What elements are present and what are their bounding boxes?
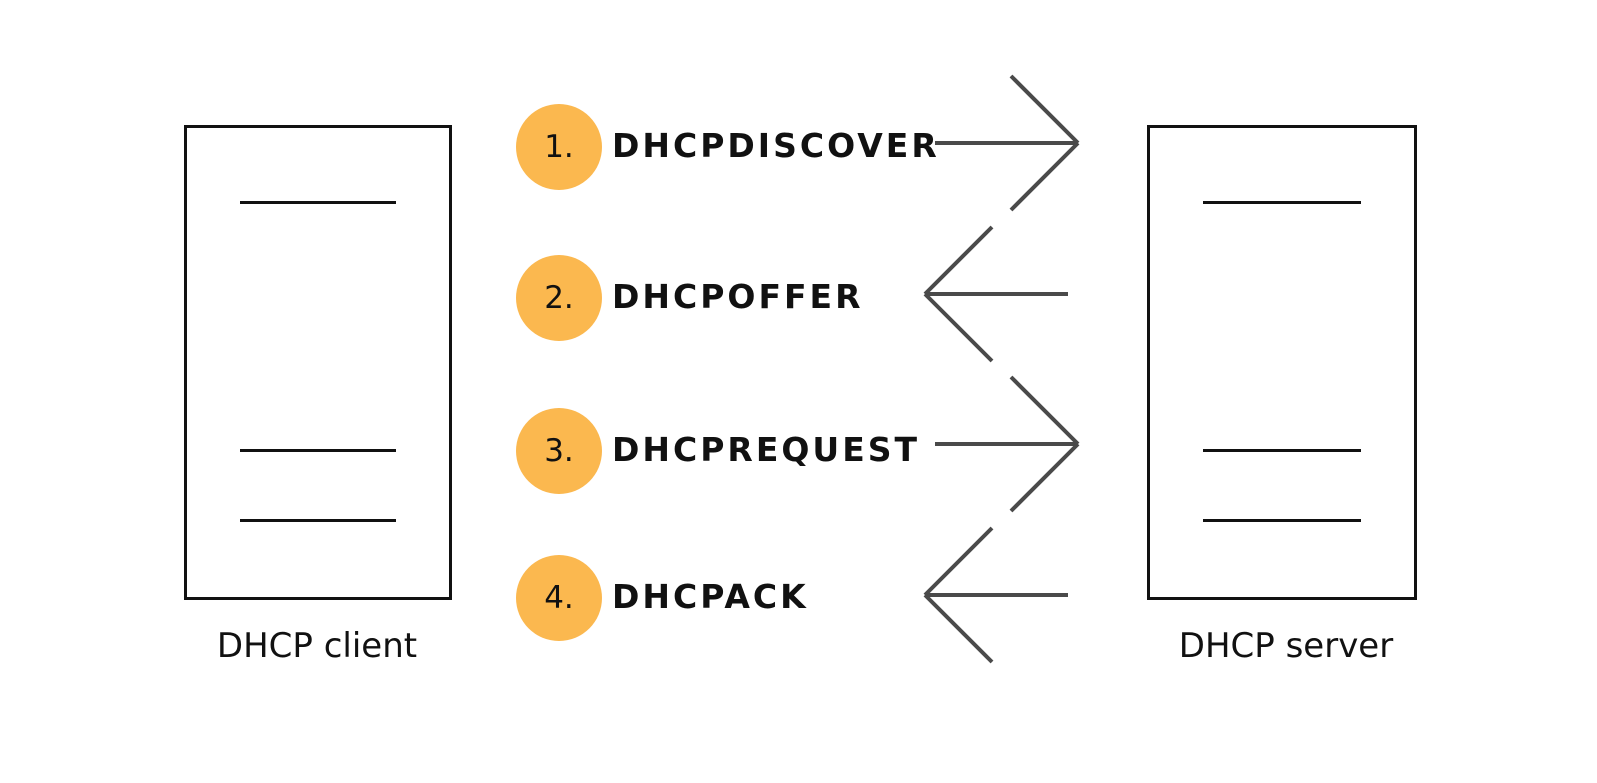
step-badge-2: 2. [516,255,602,341]
server-label: DHCP server [1178,626,1394,666]
arrow-dhcpdiscover [935,74,1080,212]
step-badge-1: 1. [516,104,602,190]
server-slot-bottom [1203,519,1361,522]
arrow-head-stroke [1009,442,1080,513]
step-badge-4: 4. [516,555,602,641]
arrow-dhcpack [923,526,1068,664]
step-label-dhcprequest: DHCPREQUEST [612,430,921,469]
arrow-head-stroke [923,225,994,296]
dhcp-server-box [1147,125,1417,600]
arrow-head-stroke [923,526,994,597]
arrow-head-stroke [1009,375,1080,446]
step-label-dhcpack: DHCPACK [612,577,809,616]
arrow-dhcprequest [935,375,1080,513]
arrow-dhcpoffer [923,225,1068,363]
client-label: DHCP client [216,626,418,666]
dhcp-client-box [184,125,452,600]
client-slot-top [240,201,396,204]
server-slot-top [1203,201,1361,204]
arrow-head-stroke [923,593,994,664]
step-label-dhcpdiscover: DHCPDISCOVER [612,126,940,165]
server-slot-middle [1203,449,1361,452]
arrow-head-stroke [1009,141,1080,212]
step-badge-3: 3. [516,408,602,494]
step-label-dhcpoffer: DHCPOFFER [612,277,864,316]
arrow-head-stroke [923,292,994,363]
client-slot-bottom [240,519,396,522]
client-slot-middle [240,449,396,452]
arrow-head-stroke [1009,74,1080,145]
